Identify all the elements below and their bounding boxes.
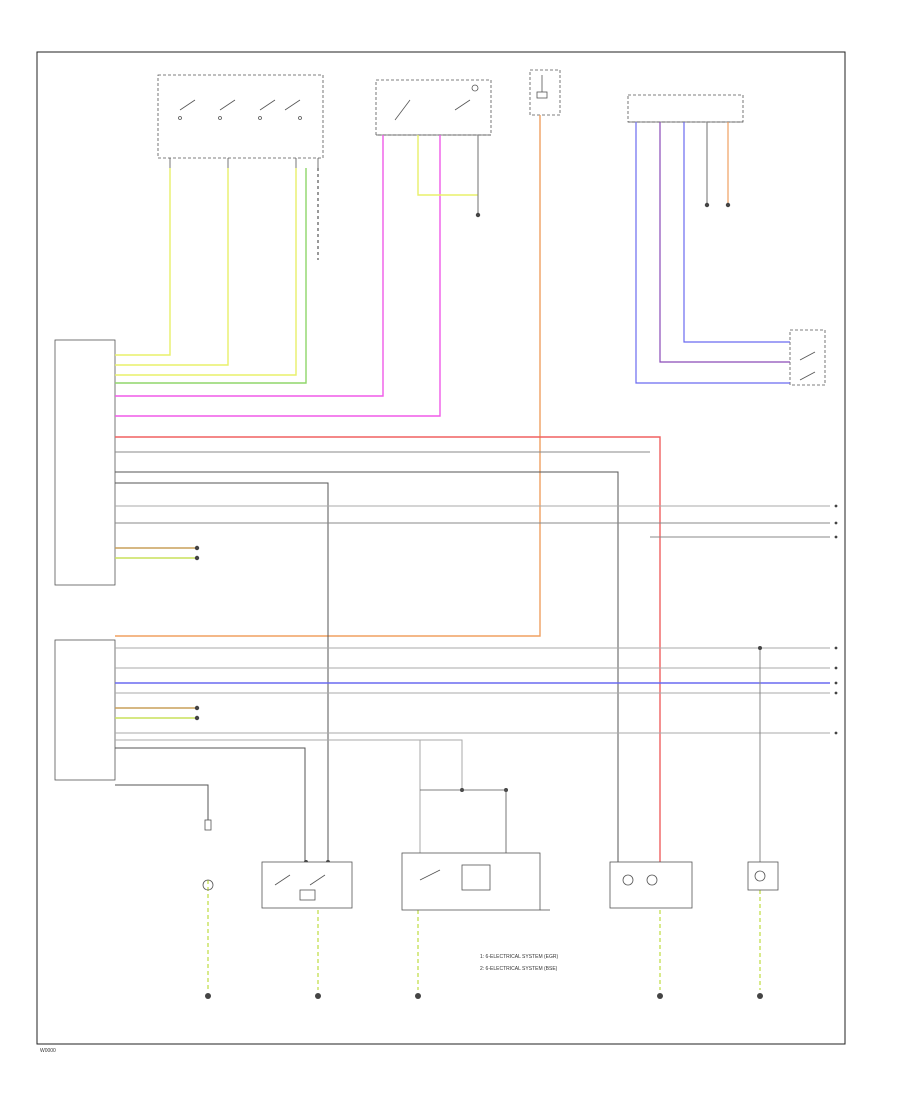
footer-code: W0000 [40,1048,56,1054]
relay-box-2 [401,789,550,911]
ground-points [205,993,763,999]
light-switch [157,74,324,168]
top-right-module [627,94,744,123]
wire-violet-r2 [659,122,790,363]
ground-1 [205,993,211,999]
legend-line-1: 1: 6-ELECTRICAL SYSTEM (EGR) [480,954,558,960]
top-fuse [529,69,561,116]
wire-black-2 [115,482,329,862]
wire-magenta-2 [115,135,441,417]
right-terminals [834,504,838,735]
relay-box-1 [261,861,353,909]
lamp-left [202,819,214,891]
diagram-frame [36,51,846,1045]
wire-yellow-2 [115,168,229,366]
lamp-box-3 [609,861,693,909]
lamp-right [747,861,779,891]
wire-blue-r3 [683,122,790,343]
wire-orange [115,115,541,637]
control-module-lower [54,639,116,781]
control-module-upper [54,339,116,586]
brake-switch [789,329,826,386]
wire-gray-9 [115,739,463,790]
legend-line-2: 2: 6-ELECTRICAL SYSTEM (BSE) [480,966,558,972]
wire-black-1 [115,471,619,862]
wire-yellow-3 [115,168,297,376]
wire-black-4 [115,784,209,830]
ground-3 [415,993,421,999]
ground-2 [315,993,321,999]
ground-4 [657,993,663,999]
wires [115,115,830,990]
wire-blue-r1 [635,122,790,384]
ground-5 [757,993,763,999]
wire-green [115,168,307,384]
wire-black-3 [115,747,306,862]
wire-yellow-center [417,135,478,196]
wire-yellow-1 [115,168,171,356]
connector-dots [194,202,762,864]
wire-magenta-1 [115,135,384,397]
center-switch [375,79,492,136]
wire-red [115,436,661,862]
